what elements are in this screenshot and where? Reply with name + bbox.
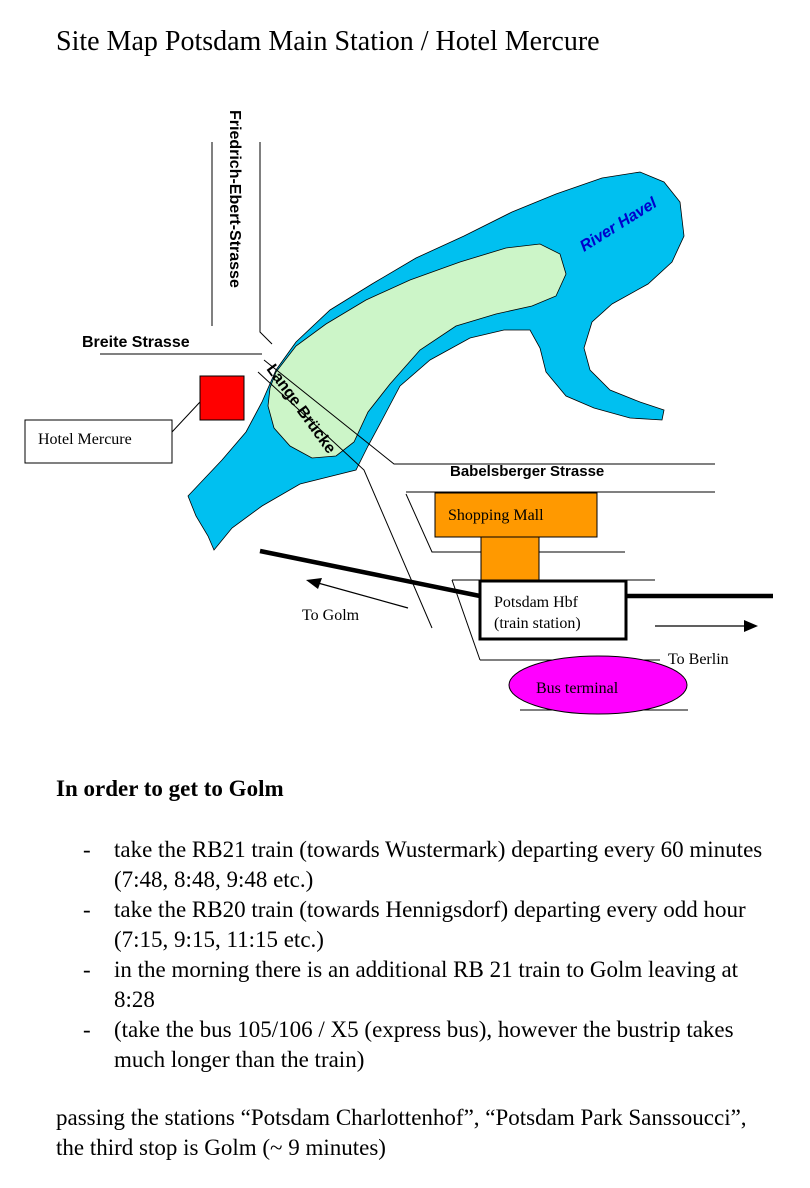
list-dash: -: [83, 957, 91, 982]
lange-bruecke-road: [257, 371, 433, 629]
list-item: -in the morning there is an additional R…: [83, 955, 783, 1015]
hotel-callout-line: [171, 401, 201, 433]
list-item-text: take the RB20 train (towards Hennigsdorf…: [114, 897, 746, 952]
station-label-line2: (train station): [494, 615, 581, 632]
list-item-text: take the RB21 train (towards Wustermark)…: [114, 837, 763, 892]
page-title: Site Map Potsdam Main Station / Hotel Me…: [56, 26, 600, 57]
site-map: Friedrich-Ebert-Strasse Breite Strasse L…: [24, 110, 773, 715]
to-golm-label: To Golm: [302, 607, 360, 624]
to-berlin-label: To Berlin: [668, 651, 729, 668]
list-dash: -: [83, 1017, 91, 1042]
shopping-mall-label: Shopping Mall: [448, 507, 544, 524]
shopping-mall-building: [434, 492, 598, 538]
friedrich-ebert-strasse-label: Friedrich-Ebert-Strasse: [226, 110, 243, 288]
list-item: -take the RB20 train (towards Hennigsdor…: [83, 895, 783, 955]
lange-bruecke-road: [263, 359, 715, 465]
mall-street-road: [405, 493, 625, 553]
bus-terminal-label: Bus terminal: [536, 680, 619, 697]
list-item: -take the RB21 train (towards Wustermark…: [83, 835, 783, 895]
island: [267, 243, 567, 459]
list-item-text: (take the bus 105/106 / X5 (express bus)…: [114, 1017, 734, 1072]
mall-connector-building: [480, 536, 540, 582]
bus-terminal: [508, 655, 688, 715]
list-dash: -: [83, 837, 91, 862]
station-label-line1: Potsdam Hbf: [494, 594, 579, 611]
babelsberger-strasse-label: Babelsberger Strasse: [450, 463, 604, 480]
footer-text: passing the stations “Potsdam Charlotten…: [56, 1105, 747, 1160]
instructions-list: -take the RB21 train (towards Wustermark…: [83, 835, 783, 1075]
instructions-heading: In order to get to Golm: [56, 776, 284, 801]
hotel-mercure-building: [199, 375, 245, 421]
station-building: [478, 579, 628, 641]
friedrich-ebert-strasse-road: [259, 142, 273, 345]
to-golm-arrow: [306, 578, 409, 609]
hotel-mercure-label: Hotel Mercure: [38, 431, 132, 448]
list-dash: -: [83, 897, 91, 922]
to-berlin-arrow: [655, 620, 758, 632]
list-item-text: in the morning there is an additional RB…: [114, 957, 739, 1012]
hotel-label-box: [24, 419, 173, 464]
railway-track: [259, 548, 481, 599]
breite-strasse-label: Breite Strasse: [82, 334, 190, 351]
list-item: -(take the bus 105/106 / X5 (express bus…: [83, 1015, 783, 1075]
